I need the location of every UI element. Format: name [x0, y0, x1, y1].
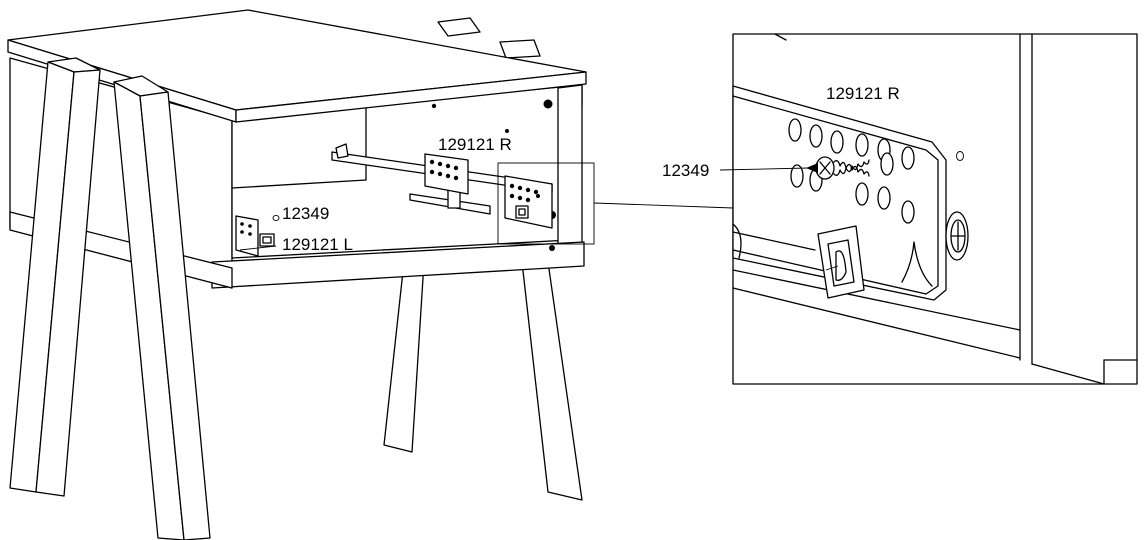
top-tab	[499, 39, 541, 59]
detail-rail-shoulder	[901, 241, 933, 287]
detail-inset	[719, 33, 1138, 385]
detail-plate-holes	[788, 118, 964, 224]
front-leg-left	[9, 57, 101, 497]
side-table	[7, 9, 734, 540]
main-left-drawer-slide	[235, 214, 280, 257]
detail-callout-box	[497, 162, 595, 245]
top-tab	[437, 17, 481, 37]
back-leg-right	[521, 261, 583, 501]
detail-leader-line	[593, 202, 734, 209]
detail-cam-bolt	[945, 211, 969, 261]
detail-screw-leader	[719, 167, 809, 171]
back-leg-left	[383, 261, 425, 453]
label-detail-129121-r: 129121 R	[826, 84, 900, 103]
detail-screw	[806, 156, 870, 180]
main-right-drawer-slide	[331, 143, 553, 229]
label-main-12349: 12349	[282, 204, 329, 223]
label-main-129121-l: 129121 L	[282, 235, 353, 254]
front-leg-right	[113, 75, 211, 540]
label-detail-12349: 12349	[662, 161, 709, 180]
detail-rail-clip	[817, 225, 865, 299]
label-main-129121-r: 129121 R	[438, 135, 512, 154]
detail-hole-arc	[732, 223, 742, 259]
